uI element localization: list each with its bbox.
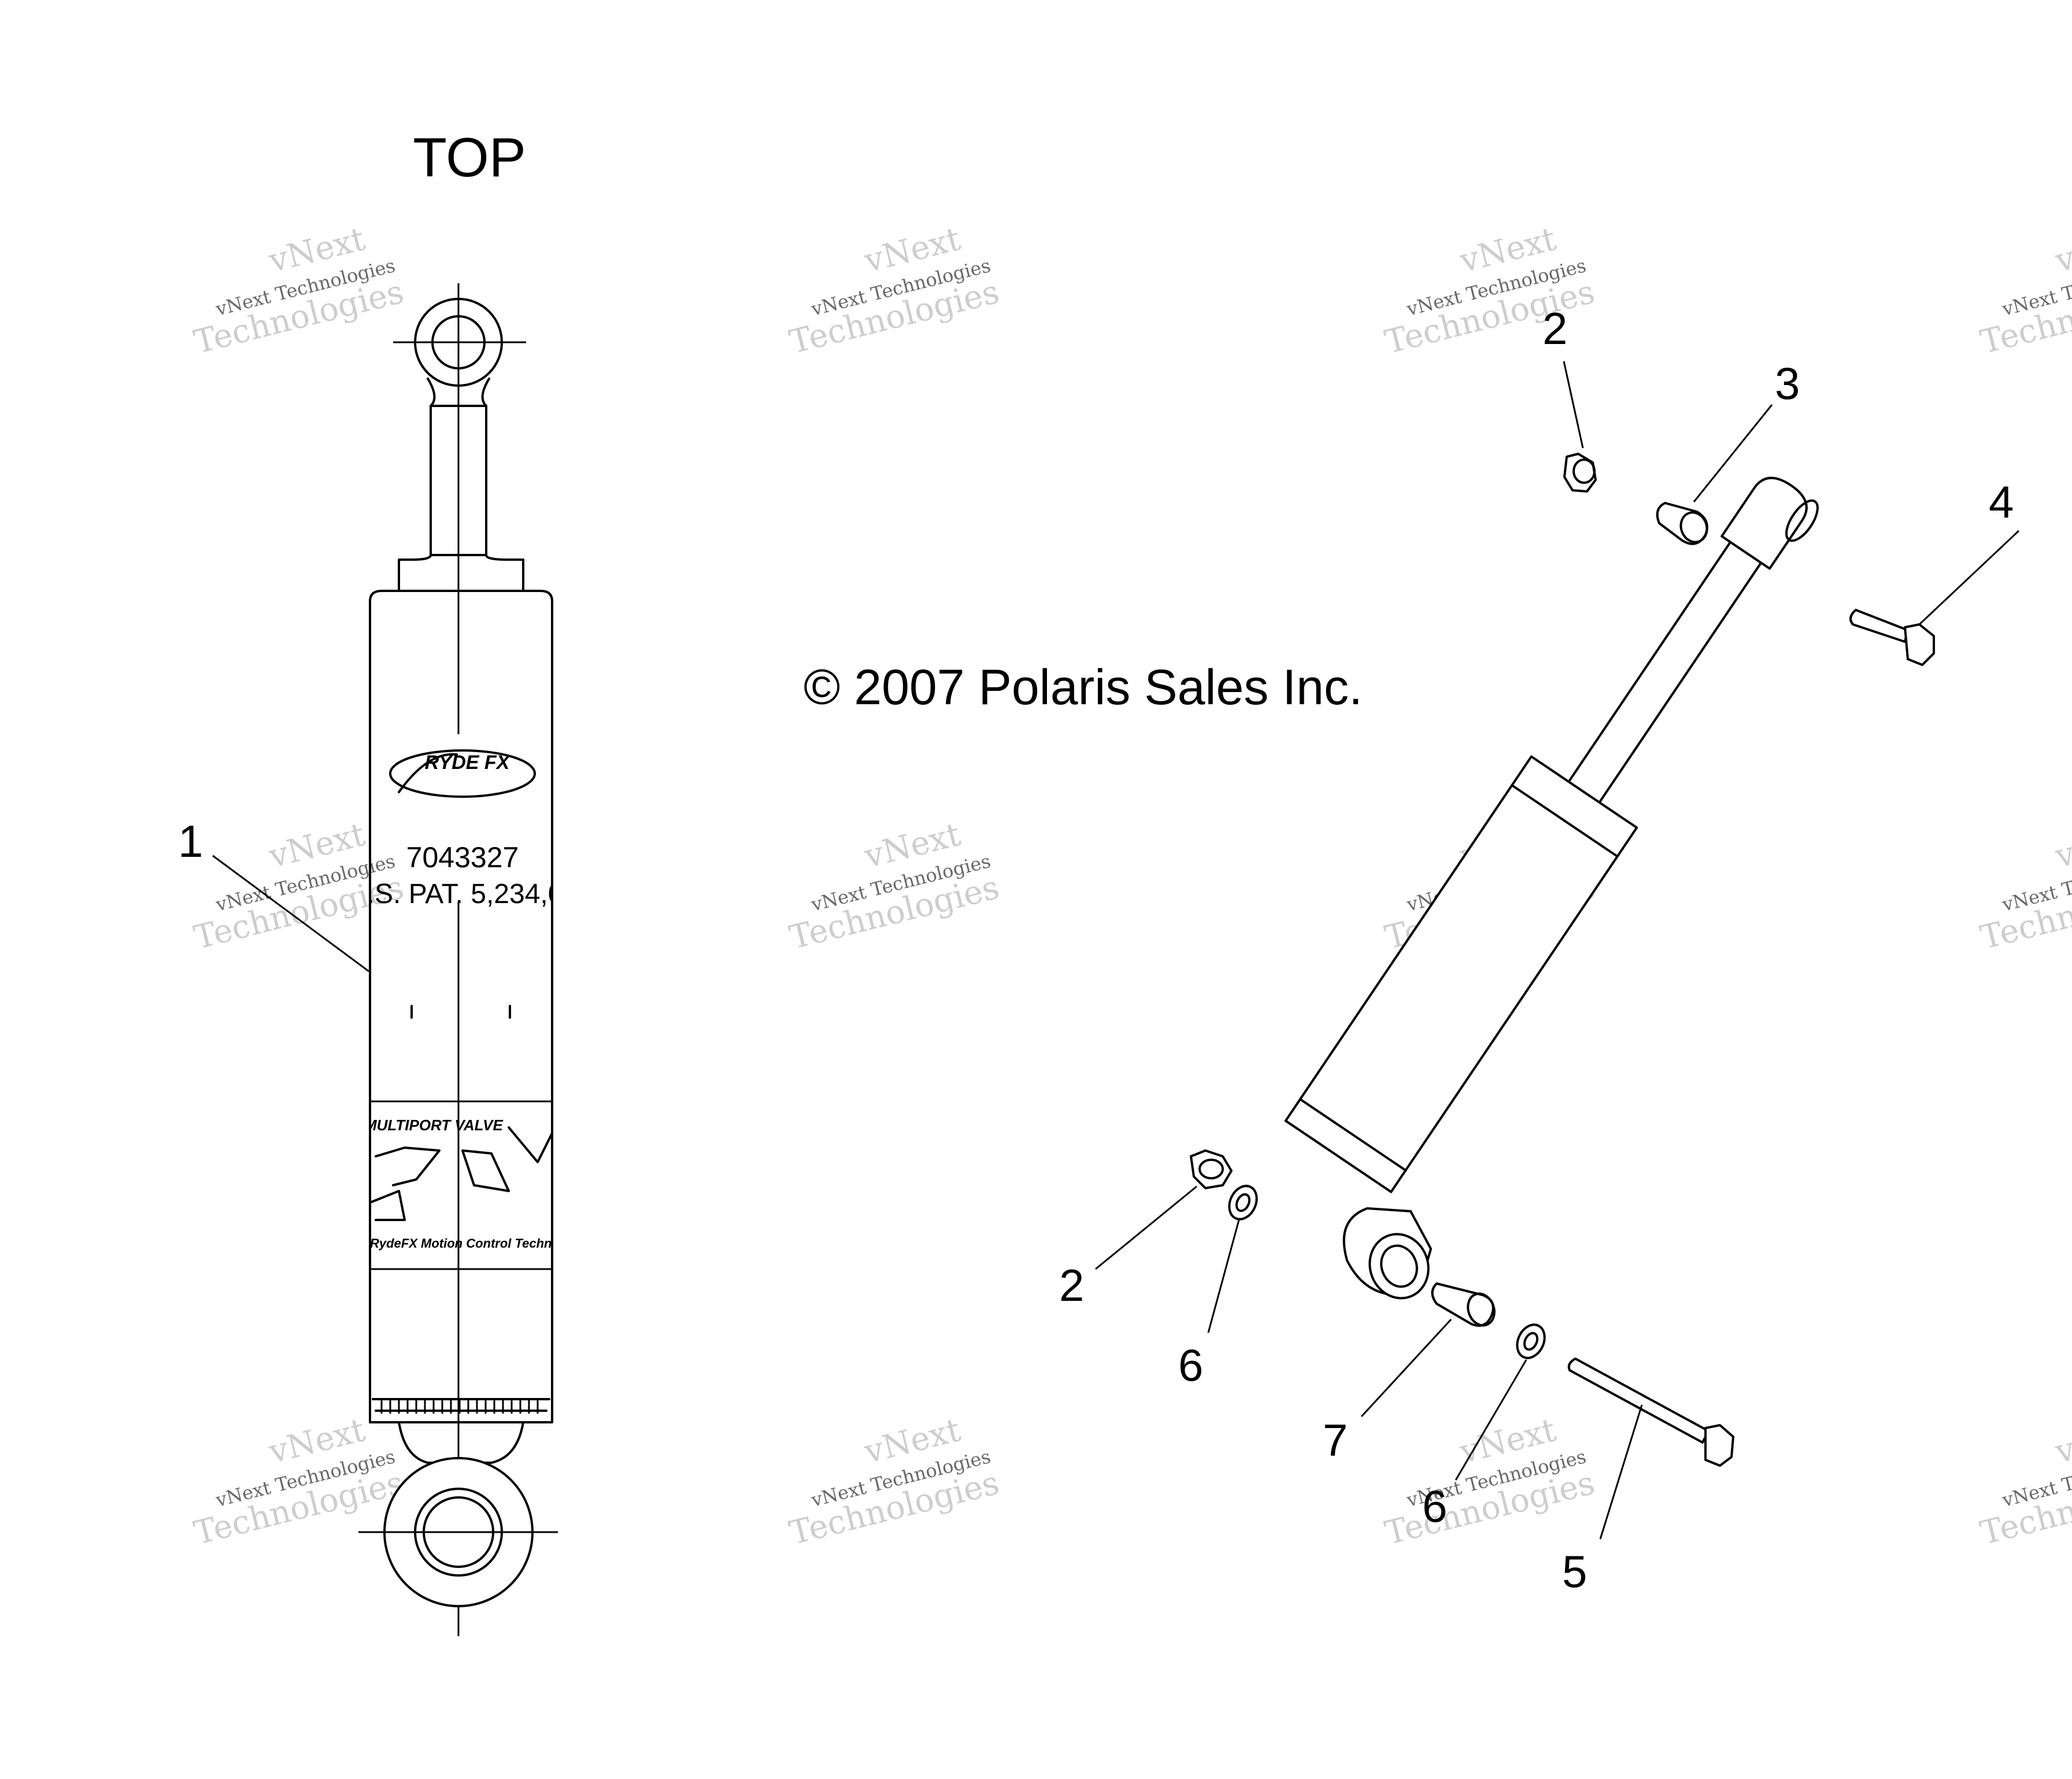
bushing-lower-body xyxy=(1431,1282,1494,1327)
ryde-fx-logo: RYDE FX xyxy=(389,749,536,798)
bottom-clevis-bore-inner xyxy=(1380,1244,1418,1288)
leader-6-lower xyxy=(1455,1359,1527,1481)
bolt-short-head xyxy=(1904,623,1935,666)
knurling xyxy=(380,1399,539,1414)
part-number-text: 7043327 xyxy=(406,841,519,874)
watermark: vNext vNext Technologies Technologies xyxy=(1977,220,2072,361)
bolt-long-head xyxy=(1704,1424,1734,1467)
leader-2-top xyxy=(1563,361,1584,449)
nut-lower-hole xyxy=(1198,1159,1224,1179)
washer-upper-inner xyxy=(1235,1193,1251,1212)
washer-lower-outer xyxy=(1516,1323,1546,1359)
logo-swoosh xyxy=(398,753,458,793)
part-bushing-top xyxy=(1656,502,1708,545)
part-bolt-short xyxy=(1849,609,1935,666)
watermark: vNext vNext Technologies Technologies xyxy=(1381,1411,1598,1552)
exploded-body xyxy=(1284,755,1638,1193)
callout-5: 5 xyxy=(1562,1546,1587,1597)
exploded-body-seal-line xyxy=(1511,784,1619,858)
leader-4 xyxy=(1918,530,2020,626)
exploded-top-clevis xyxy=(1720,476,1808,570)
exploded-shaft xyxy=(1564,541,1763,809)
view-label-top: TOP xyxy=(413,127,526,188)
leader-1 xyxy=(212,855,369,972)
logo-text: RYDE FX xyxy=(425,752,511,774)
callout-3: 3 xyxy=(1775,358,1800,409)
watermark: vNext vNext Technologies Technologies xyxy=(786,1411,1002,1552)
callout-6-upper: 6 xyxy=(1178,1340,1203,1390)
part-bolt-long xyxy=(1567,1358,1734,1467)
callout-2-top: 2 xyxy=(1542,303,1567,354)
shock-exploded-view xyxy=(1190,453,1935,1467)
bottom-eye-neck xyxy=(398,1421,524,1464)
watermark: vNext vNext Technologies Technologies xyxy=(190,1411,407,1552)
callout-1: 1 xyxy=(178,816,203,867)
watermark: vNext vNext Technologies Technologies xyxy=(1977,816,2072,957)
bushing-top-end xyxy=(1679,511,1708,543)
callouts: 1 2 3 4 2 6 7 6 5 xyxy=(178,303,2014,1597)
nut-top-hole xyxy=(1572,458,1596,484)
washer-upper-outer xyxy=(1228,1185,1258,1220)
callout-7: 7 xyxy=(1323,1415,1348,1466)
logo-oval xyxy=(389,749,536,798)
callout-2-lower: 2 xyxy=(1059,1260,1084,1311)
leader-lines xyxy=(212,361,2020,1540)
callout-6-lower: 6 xyxy=(1422,1481,1447,1532)
watermark: vNext vNext Technologies Technologies xyxy=(190,220,407,361)
band-bottom-text: RydeFX Motion Control Technology xyxy=(370,1236,587,1251)
patent-text: U.S. PAT. 5,234,084 xyxy=(347,879,594,909)
shock-body xyxy=(369,590,553,1423)
part-nut-top xyxy=(1563,453,1597,493)
exploded-body-base-line xyxy=(1298,1098,1407,1172)
seal-cap xyxy=(398,554,524,592)
exploded-bottom-clevis xyxy=(1342,1207,1432,1300)
exploded-top-clevis-hole xyxy=(1785,499,1819,542)
nut-lower-hex xyxy=(1190,1149,1233,1189)
bottom-clevis-bore-outer xyxy=(1368,1233,1430,1300)
bushing-top-body xyxy=(1656,502,1708,545)
leader-6-upper xyxy=(1207,1219,1240,1333)
leader-2-lower xyxy=(1095,1185,1197,1270)
leader-7 xyxy=(1360,1318,1452,1418)
leader-5 xyxy=(1599,1404,1643,1540)
part-bushing-lower xyxy=(1431,1282,1496,1327)
part-washer-upper xyxy=(1228,1185,1258,1220)
watermark: vNext vNext Technologies Technologies xyxy=(1977,1411,2072,1552)
shock-front-view: RYDE FX 7043327 U.S. PAT. 5,234,084 MULT… xyxy=(347,283,594,1636)
callout-4: 4 xyxy=(1989,476,2014,527)
watermark: vNext vNext Technologies Technologies xyxy=(786,816,1002,957)
band-top-text: MULTIPORT VALVE xyxy=(364,1116,503,1134)
bolt-short-shank xyxy=(1849,609,1909,643)
watermark: vNext vNext Technologies Technologies xyxy=(786,220,1002,361)
bushing-lower-end xyxy=(1467,1292,1496,1327)
watermark-line1: vNext xyxy=(2051,220,2072,280)
copyright-text: © 2007 Polaris Sales Inc. xyxy=(804,660,1363,715)
washer-lower-inner xyxy=(1523,1332,1539,1351)
part-washer-lower xyxy=(1516,1323,1546,1359)
watermark-line1: vNext xyxy=(2051,1411,2072,1471)
bolt-long-shank xyxy=(1567,1358,1710,1444)
watermark-line1: vNext xyxy=(2051,816,2072,876)
leader-3 xyxy=(1693,404,1773,502)
band-graphic xyxy=(371,1126,551,1221)
part-nut-lower xyxy=(1190,1149,1233,1189)
